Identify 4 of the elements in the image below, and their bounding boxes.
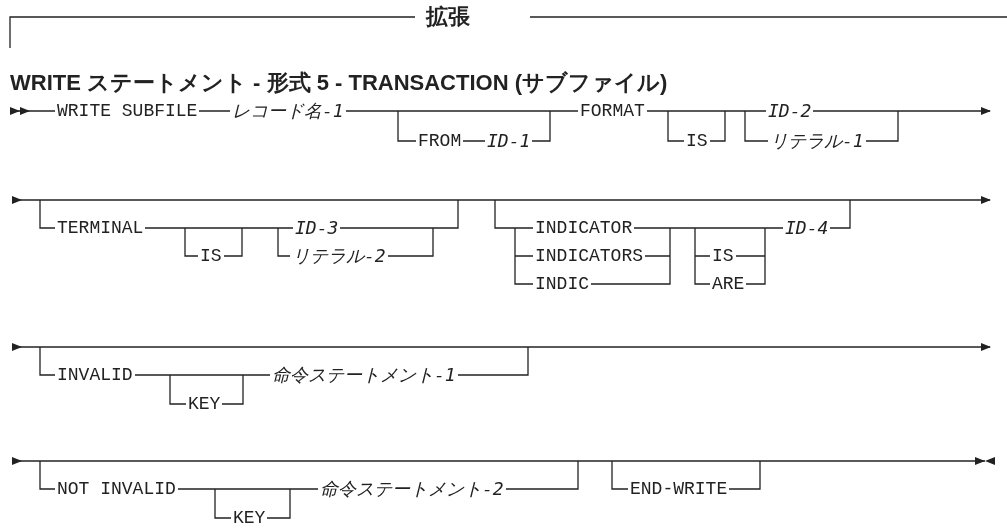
syntax-variable: 命令ステートメント-1 [270,364,458,386]
syntax-variable: 命令ステートメント-2 [318,478,506,500]
syntax-variable: レコード名-1 [230,100,346,122]
diagram-title: WRITE ステートメント - 形式 5 - TRANSACTION (サブファイル) [10,69,668,97]
